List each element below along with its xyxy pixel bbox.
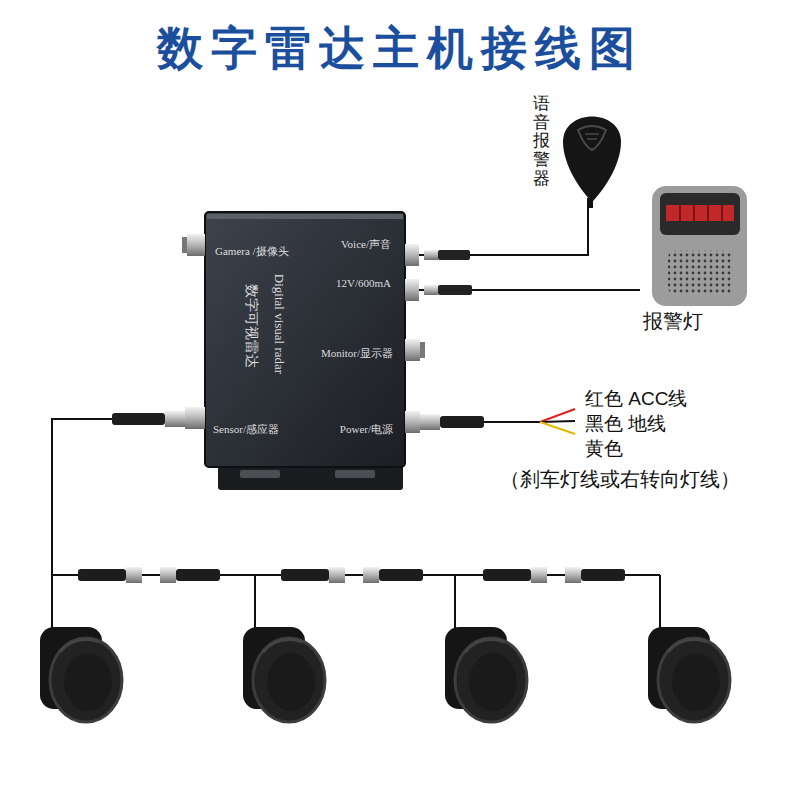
sensor-cable-part <box>112 413 165 425</box>
port-label: Gamera /摄像头 <box>215 244 289 259</box>
wire-label: （刹车灯线或右转向灯线） <box>500 466 740 493</box>
voice-alarm-fob-part <box>585 134 599 139</box>
power-rating: 12V/600mA <box>336 277 391 289</box>
radar-host-box: Gamera /摄像头 Voice/声音 12V/600mA Monitor/显示器 S… <box>205 212 405 467</box>
product-name: 数字可视雷达 <box>244 284 258 368</box>
alarm-light-unit-part <box>680 205 722 221</box>
voice-alarm-fob-part <box>578 126 606 150</box>
sensor-cable-part <box>454 575 456 628</box>
alarm-light-unit-part <box>652 186 747 306</box>
port-label: Monitor/显示器 <box>321 346 393 361</box>
power-cable-part <box>482 421 540 423</box>
wiring-illustration-part <box>243 627 325 722</box>
cable-connector <box>405 208 588 255</box>
port-connector-part <box>187 234 205 256</box>
power-cable-part <box>440 416 484 428</box>
port-label: Sensor/感应器 <box>213 422 279 437</box>
port-connector-part <box>420 342 425 358</box>
power-cable-part <box>540 409 575 422</box>
sensor-cable-part <box>52 419 112 628</box>
port-label: Voice/声音 <box>341 237 391 252</box>
dc-plug-part <box>424 250 438 260</box>
dc-plug-part <box>438 250 470 260</box>
product-name: Digital visual radar <box>273 274 286 374</box>
alarm-light: 报警灯 <box>640 182 755 337</box>
radar-host-housing-part <box>207 214 403 219</box>
radar-host-housing-part <box>240 470 280 478</box>
dc-plug <box>424 250 472 295</box>
sensor-cable-part <box>483 567 625 583</box>
sensor-cable <box>52 411 660 628</box>
alarm-light-unit-part <box>666 205 734 221</box>
wiring-illustration-part <box>648 627 730 722</box>
device-label: 报警灯 <box>643 308 703 335</box>
alarm-light-unit <box>652 186 747 306</box>
voice-alarm-fob-part <box>587 198 593 208</box>
alarm-light-unit-part <box>660 193 740 235</box>
diagram-title: 数字雷达主机接线图 <box>0 18 800 80</box>
radar-host-housing-part <box>335 470 375 478</box>
wire-label: 黑色 地线 <box>585 411 666 437</box>
port-connector-part <box>185 407 205 429</box>
sensor-cable-part <box>78 567 220 583</box>
sensor-cable-part <box>659 575 661 628</box>
radar-host-housing-part <box>205 212 405 467</box>
device-label: 语音报警器 <box>533 95 550 188</box>
sensor-cable-part <box>281 567 423 583</box>
port-label: Power/电源 <box>340 422 393 437</box>
wiring-illustration-part <box>40 627 122 722</box>
power-cable-part <box>540 421 575 422</box>
voice-alarm-fob-part <box>563 117 621 203</box>
port-connector-part <box>405 339 420 361</box>
sensor-cable-part <box>165 411 185 427</box>
port-connector-part <box>405 279 419 301</box>
wiring-illustration-part <box>445 627 527 722</box>
voice-alarm-fob <box>563 117 621 209</box>
port-connector-part <box>405 244 419 266</box>
dc-plug-part <box>438 285 472 295</box>
alarm-light-unit-part <box>668 250 732 295</box>
power-cable-part <box>540 422 575 434</box>
wire-label: 黄色 <box>585 436 623 462</box>
port-connector <box>182 234 425 433</box>
dc-plug-part <box>424 285 438 295</box>
voice-alarm: 语音报警器 <box>528 92 625 208</box>
port-connector-part <box>182 237 187 253</box>
sensor-cable-part <box>254 575 256 628</box>
radar-host-housing <box>205 212 405 490</box>
port-connector-part <box>405 411 420 433</box>
wire-label: 红色 ACC线 <box>585 386 687 412</box>
power-cable-part <box>420 414 440 430</box>
power-cable <box>420 409 575 434</box>
